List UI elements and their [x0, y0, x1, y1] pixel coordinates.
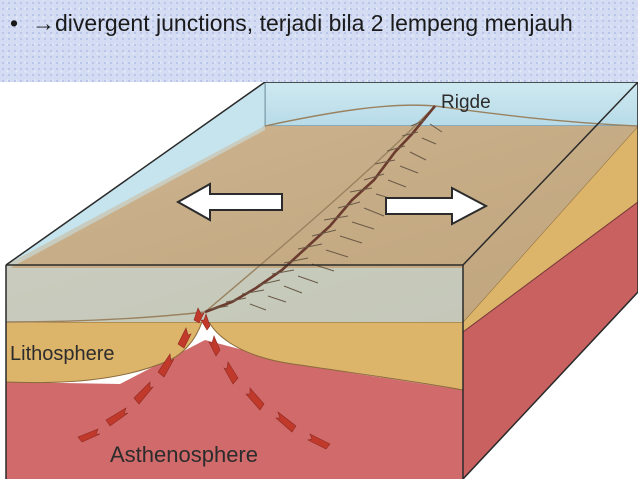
right-plate-arrow [385, 186, 489, 226]
front-asthenosphere [6, 340, 463, 479]
magma-flow-right [200, 313, 331, 450]
ridge-crest-left [5, 104, 437, 323]
ridge-crest-right [434, 105, 638, 127]
ocean-surface-front [6, 126, 463, 322]
divergent-boundary-diagram: Rigde Lithosphere Asthenosphere [0, 82, 638, 479]
asthenosphere-label: Asthenosphere [110, 442, 258, 467]
bullet-dot: • [10, 10, 19, 36]
ridge-label: Rigde [441, 92, 491, 113]
left-plate-arrow [175, 182, 283, 222]
lithosphere-label: Lithosphere [10, 343, 115, 365]
block-outline [5, 82, 638, 479]
bullet-text: →divergent junctions, terjadi bila 2 lem… [32, 10, 573, 36]
ridge-fault-hatching [209, 119, 443, 311]
magma-flow-left [77, 307, 205, 443]
side-asthenosphere [462, 201, 638, 479]
slide-header: • →divergent junctions, terjadi bila 2 l… [0, 0, 638, 82]
